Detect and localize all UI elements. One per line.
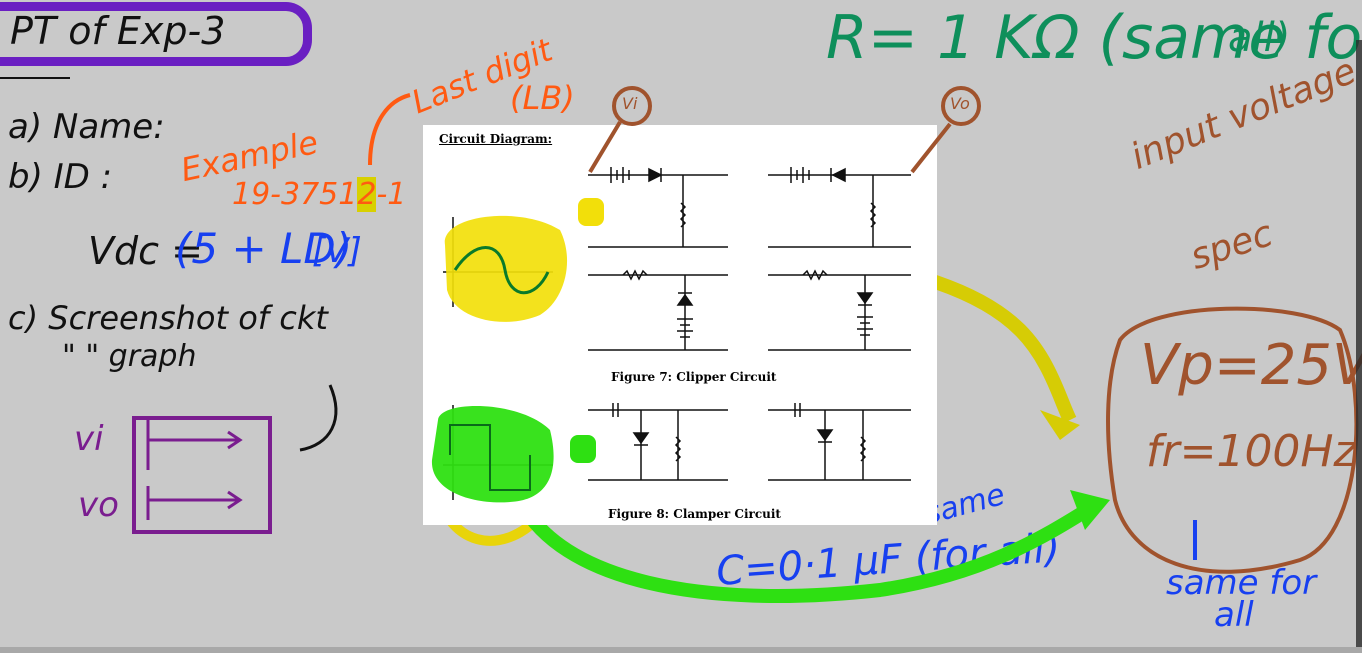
green-vi-highlight <box>570 435 596 463</box>
orange-arrow-stroke <box>368 93 411 166</box>
vi-probe-circle <box>612 86 652 126</box>
square-waveform <box>449 424 531 491</box>
green-arrow-stroke <box>513 496 1099 603</box>
clamper2-diode <box>816 429 834 443</box>
clipper4-resistor <box>802 269 828 281</box>
clipper1-resistor <box>679 202 687 228</box>
example-id-suffix: -1 <box>376 177 407 212</box>
same-for-all-label-2: all <box>1214 595 1254 635</box>
clamper1-diode <box>632 432 650 446</box>
clipper1-diode <box>648 167 663 183</box>
clipper3-diode <box>676 292 694 306</box>
spec-box-outline <box>1106 306 1359 574</box>
clipper4-diode <box>856 292 874 306</box>
clipper2-battery <box>790 167 810 183</box>
yellow-arrowhead <box>1040 410 1080 440</box>
vdc-unit: [V] <box>312 231 362 271</box>
clipper4-wires <box>768 274 911 351</box>
clamper1-resistor <box>674 436 682 462</box>
clamper2-resistor <box>859 436 867 462</box>
example-id: 19-37512-1 <box>232 177 407 212</box>
sketch-graph-box <box>132 416 272 534</box>
resistor-note: R= 1 KΩ (same for <box>826 3 1362 73</box>
yellow-vi-highlight <box>578 198 604 226</box>
vi-probe-label: Vi <box>622 94 638 113</box>
example-id-digit: 2 <box>357 177 377 212</box>
vo-probe-label: Vo <box>950 94 970 113</box>
sketch-vo-label: vo <box>78 485 119 525</box>
green-arrowhead <box>1070 490 1110 530</box>
sketch-vi-label: vi <box>74 419 104 459</box>
clipper2-resistor <box>869 202 877 228</box>
last-digit-abbr: (LB) <box>510 79 575 117</box>
window-edge <box>1356 40 1362 650</box>
vp-label: Vp=25V <box>1140 333 1362 398</box>
clipper3-resistor <box>622 269 648 281</box>
clipper4-battery <box>857 316 873 336</box>
page-title: PT of Exp-3 <box>10 9 226 53</box>
clamper-caption: Figure 8: Clamper Circuit <box>608 507 781 521</box>
clipper3-battery <box>677 318 693 338</box>
clipper-caption: Figure 7: Clipper Circuit <box>611 370 777 384</box>
green-square-highlight <box>431 406 554 503</box>
bottom-bar <box>0 647 1362 653</box>
screenshot-ckt-label: c) Screenshot of ckt <box>8 299 328 337</box>
vo-probe-circle <box>941 86 981 126</box>
example-id-prefix: 19-3751 <box>232 177 358 212</box>
clamper2-wires <box>768 409 911 481</box>
vo-probe-line <box>910 122 952 174</box>
vdc-formula: (5 + LD) <box>175 224 353 273</box>
vdc-label: Vdc = <box>88 229 203 273</box>
title-highlight-box <box>0 2 312 66</box>
clamper1-capacitor <box>612 403 619 417</box>
resistor-note-all: all) <box>1228 15 1291 61</box>
vi-probe-line <box>588 120 622 174</box>
sketch-vi-arrow <box>146 420 243 470</box>
name-label: a) Name: <box>8 107 165 147</box>
screenshot-graph-label: " " graph <box>62 339 197 374</box>
sine-waveform <box>453 246 550 295</box>
clipper1-battery <box>610 167 630 183</box>
freq-label: fr=100Hz <box>1146 426 1357 477</box>
id-label: b) ID : <box>8 157 113 197</box>
clipper2-diode <box>830 167 846 183</box>
graph-pointer-arrow <box>299 384 338 452</box>
figure-heading: Circuit Diagram: <box>439 132 553 146</box>
clipper1-wires <box>588 174 728 248</box>
clamper2-capacitor <box>794 403 801 417</box>
sketch-vo-arrow <box>146 486 243 520</box>
